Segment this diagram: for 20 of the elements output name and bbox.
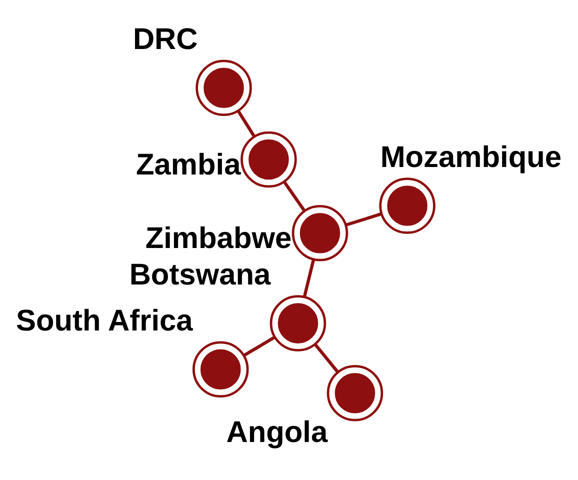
connector xyxy=(302,258,316,296)
connector xyxy=(345,212,382,226)
node-circle xyxy=(192,340,249,398)
node-label: Botswana xyxy=(129,258,271,291)
node-label: South Africa xyxy=(16,304,193,337)
node-circle xyxy=(379,177,436,234)
node-circle xyxy=(292,204,348,261)
node-circle xyxy=(196,59,252,116)
node-label: Angola xyxy=(226,416,328,449)
connector xyxy=(283,180,306,212)
node-circle xyxy=(240,130,297,188)
node-label: DRC xyxy=(132,22,198,56)
node-circle xyxy=(326,364,384,421)
node-label: Mozambique xyxy=(380,140,562,174)
connector xyxy=(314,342,339,372)
connector xyxy=(243,335,276,356)
node-circle xyxy=(270,294,326,351)
connector xyxy=(237,110,256,136)
node-label: Zimbabwe xyxy=(145,222,292,255)
node-label: Zambia xyxy=(136,148,241,181)
